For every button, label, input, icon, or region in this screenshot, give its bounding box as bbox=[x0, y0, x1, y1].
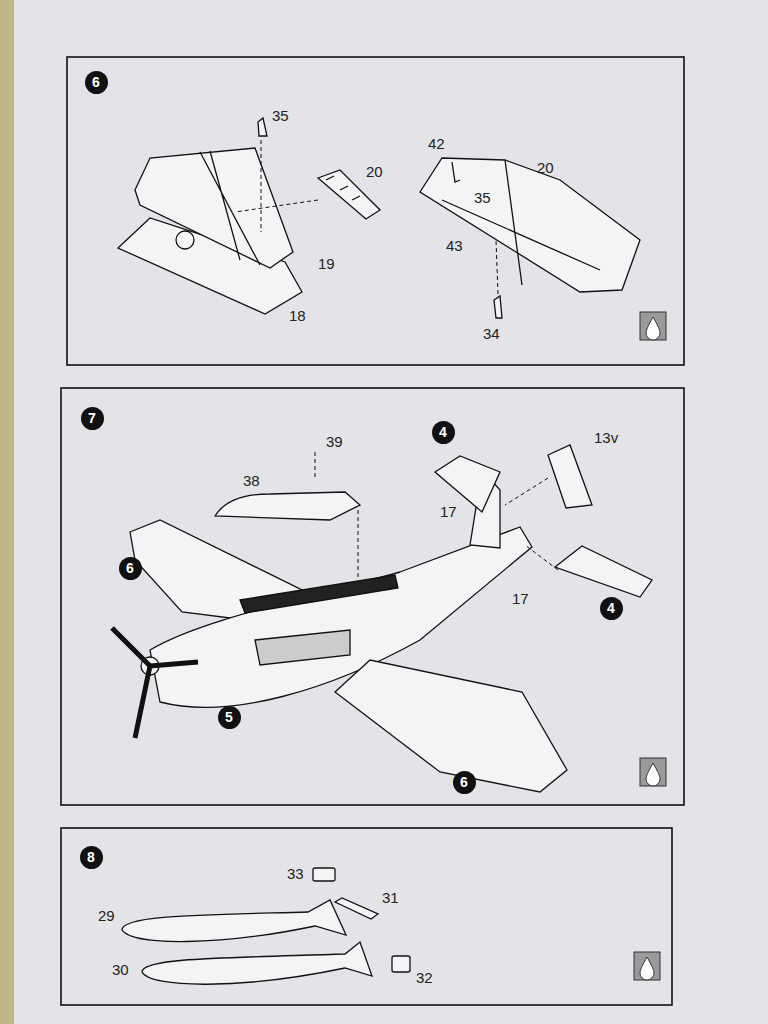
step6-parts bbox=[118, 118, 640, 318]
part-number: 35 bbox=[474, 190, 491, 205]
callout-number: 7 bbox=[88, 411, 96, 425]
subassembly-callout: 4 bbox=[600, 597, 623, 620]
part-number: 31 bbox=[382, 890, 399, 905]
callout-number: 4 bbox=[439, 425, 447, 439]
step-number: 7 bbox=[81, 407, 104, 430]
part-number: 39 bbox=[326, 434, 343, 449]
callout-number: 6 bbox=[126, 561, 134, 575]
part-number: 30 bbox=[112, 962, 129, 977]
part-number: 43 bbox=[446, 238, 463, 253]
part-number: 29 bbox=[98, 908, 115, 923]
subassembly-callout: 5 bbox=[218, 706, 241, 729]
part-number: 38 bbox=[243, 473, 260, 488]
part-number: 18 bbox=[289, 308, 306, 323]
panel-frames bbox=[61, 57, 684, 1005]
part-number: 19 bbox=[318, 256, 335, 271]
page-edge bbox=[0, 0, 14, 1024]
callout-number: 4 bbox=[607, 601, 615, 615]
subassembly-callout: 6 bbox=[119, 557, 142, 580]
callout-number: 8 bbox=[87, 850, 95, 864]
step6-guides bbox=[235, 140, 498, 294]
part-number: 20 bbox=[366, 164, 383, 179]
part-number: 32 bbox=[416, 970, 433, 985]
part-number: 17 bbox=[440, 504, 457, 519]
part-number: 34 bbox=[483, 326, 500, 341]
step8-tanks bbox=[122, 868, 410, 984]
part-number: 42 bbox=[428, 136, 445, 151]
callout-number: 6 bbox=[92, 75, 100, 89]
subassembly-callout: 6 bbox=[453, 771, 476, 794]
step7-guides bbox=[315, 452, 558, 580]
part-number: 35 bbox=[272, 108, 289, 123]
part-number: 13v bbox=[594, 430, 618, 445]
glue-icon bbox=[634, 312, 666, 980]
callout-number: 5 bbox=[225, 710, 233, 724]
subassembly-callout: 4 bbox=[432, 421, 455, 444]
part-number: 33 bbox=[287, 866, 304, 881]
step7-aircraft bbox=[112, 445, 652, 792]
step-number: 6 bbox=[85, 71, 108, 94]
part-number: 17 bbox=[512, 591, 529, 606]
step-number: 8 bbox=[80, 846, 103, 869]
callout-number: 6 bbox=[460, 775, 468, 789]
part-number: 20 bbox=[537, 160, 554, 175]
